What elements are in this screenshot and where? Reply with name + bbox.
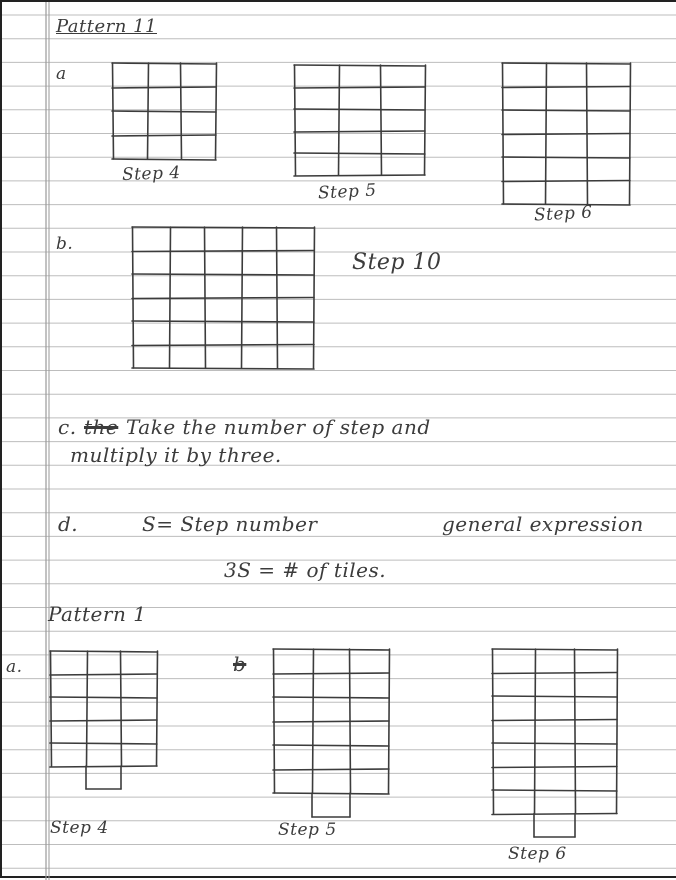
grid-row-line [50, 674, 157, 675]
grid-row-line [492, 649, 617, 650]
grid-column-line [87, 651, 88, 766]
pattern-11-step-10-caption: Step 10 [352, 250, 442, 275]
grid-row-line [502, 63, 630, 64]
grid-column-line [51, 651, 52, 766]
grid-row-line [492, 743, 617, 744]
grid-row-line [273, 793, 389, 794]
grid-row-line [294, 175, 425, 176]
grid-row-line [132, 368, 314, 369]
pattern-1-step-4-grid [50, 650, 159, 792]
grid-row-line [132, 345, 314, 346]
pattern-11-step-6-grid [502, 62, 632, 207]
pattern-11-part-d-label: d. [58, 512, 78, 536]
pattern-11-part-d-expression: 3S = # of tiles. [224, 558, 386, 582]
grid-row-line [502, 110, 630, 111]
grid-row-line [492, 767, 617, 768]
pattern-11-step-6-caption: Step 6 [534, 202, 594, 225]
grid-column-line [339, 65, 340, 175]
grid-row-line [50, 743, 157, 744]
grid-row-line [273, 745, 389, 746]
grid-column-line [274, 649, 275, 793]
grid-column-line [121, 651, 122, 766]
pattern-1-step-6-caption: Step 6 [508, 844, 567, 864]
grid-row-line [273, 649, 389, 650]
grid-row-line [50, 697, 157, 698]
grid-row-line [132, 227, 314, 228]
grid-row-line [492, 696, 617, 697]
grid-row-line [492, 790, 617, 791]
grid-row-line [132, 274, 314, 275]
grid-row-line [294, 131, 425, 132]
grid-column-line [216, 63, 217, 159]
grid-row-line [132, 321, 314, 322]
grid-column-line [157, 651, 158, 766]
grid-column-line [133, 227, 134, 368]
pattern-11-part-c-line-2: multiply it by three. [70, 443, 282, 467]
grid-row-line [273, 721, 389, 722]
grid-row-line [492, 814, 617, 815]
pattern-11-part-d-definition: S= Step number [142, 512, 317, 536]
grid-row-line [132, 251, 314, 252]
pattern-1-step-5-caption: Step 5 [278, 820, 337, 840]
pattern-1-part-a-label: a. [6, 657, 23, 677]
grid-row-line [273, 673, 389, 674]
grid-row-line [294, 65, 425, 66]
pattern-1-title: Pattern 1 [48, 602, 146, 626]
pattern-11-part-c-label: c. [58, 415, 77, 439]
grid-column-line [503, 63, 504, 204]
pattern-11-part-c-struck-word: the [84, 415, 118, 439]
grid-row-line [112, 63, 216, 64]
grid-column-line [381, 65, 382, 175]
grid-row-line [294, 153, 425, 154]
grid-row-line [50, 651, 157, 652]
grid-row-line [502, 87, 630, 88]
grid-row-line [502, 157, 630, 158]
pattern-11-step-5-grid [294, 64, 427, 178]
pattern-11-part-c-line-1: Take the number of step and [126, 415, 431, 439]
grid-row-line [112, 159, 216, 160]
pattern-11-step-10-grid [132, 226, 316, 371]
grid-row-line [502, 134, 630, 135]
grid-row-line [112, 87, 216, 88]
grid-row-line [273, 697, 389, 698]
grid-column-line [575, 649, 576, 814]
pattern-1-step-5-grid [273, 648, 391, 820]
grid-column-line [617, 649, 618, 814]
grid-row-line [112, 111, 216, 112]
pattern-1-step-6-grid [492, 648, 619, 840]
grid-row-line [294, 87, 425, 88]
pattern-1-scribble: b [233, 652, 246, 676]
pattern-11-step-4-caption: Step 4 [122, 163, 181, 185]
grid-row-line [132, 298, 314, 299]
pattern-1-step-4-caption: Step 4 [50, 818, 109, 838]
pattern-11-part-a-label: a [56, 64, 67, 84]
grid-column-line [295, 65, 296, 175]
pattern-11-part-b-label: b. [56, 234, 73, 254]
pattern-11-step-5-caption: Step 5 [318, 180, 378, 203]
grid-row-line [492, 673, 617, 674]
grid-row-line [502, 181, 630, 182]
grid-row-line [112, 135, 216, 136]
pattern-11-step-4-grid [112, 62, 218, 162]
grid-row-line [294, 109, 425, 110]
grid-row-line [492, 720, 617, 721]
grid-row-line [50, 766, 157, 767]
grid-row-line [50, 720, 157, 721]
grid-column-line [425, 65, 426, 175]
pattern-11-title: Pattern 11 [56, 16, 157, 37]
grid-row-line [273, 769, 389, 770]
pattern-11-part-d-note: general expression [442, 512, 644, 536]
